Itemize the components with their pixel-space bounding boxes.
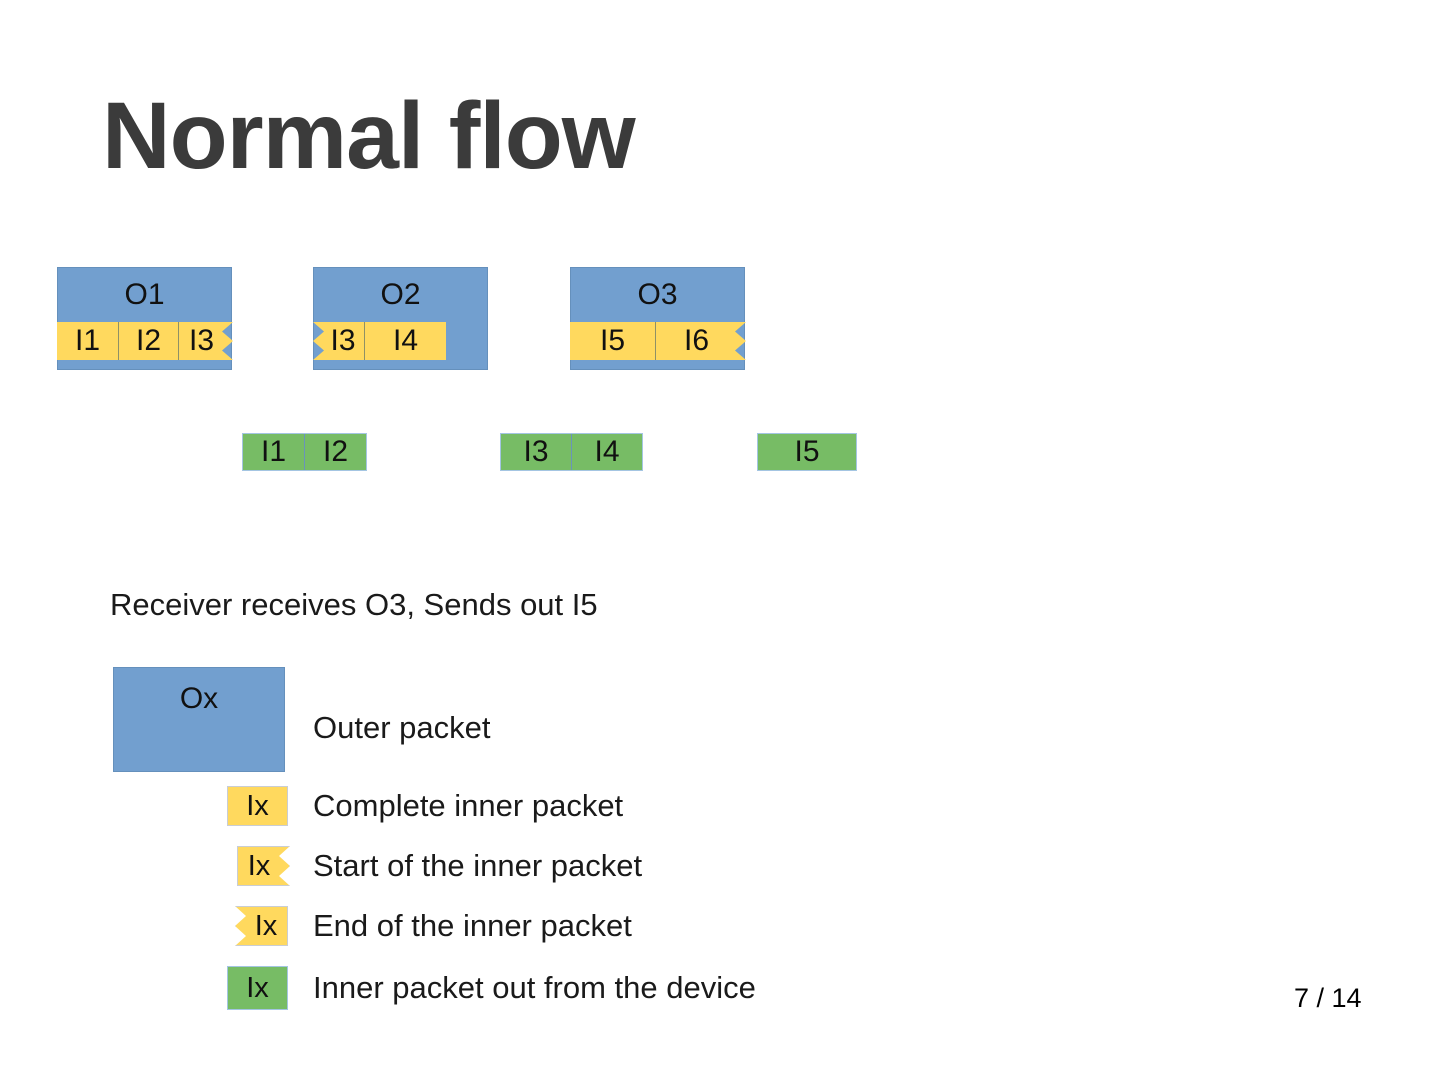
- inner-cell-complete: I4: [364, 322, 446, 360]
- inner-packet-strip: I5 I6: [570, 322, 746, 360]
- inner-cell-start: I3: [178, 322, 233, 360]
- legend-symbol: Ix: [247, 849, 271, 882]
- outer-packet-label: O1: [124, 278, 165, 311]
- output-cell: I3: [523, 435, 549, 468]
- legend-symbol: Ix: [246, 789, 269, 822]
- outer-packet-label: O2: [380, 278, 421, 311]
- legend-out-swatch: Ix: [227, 966, 288, 1010]
- output-cell: I2: [304, 434, 366, 470]
- inner-cell-complete: I5: [570, 322, 655, 360]
- outer-packet-o2: O2 I3 I4: [313, 267, 488, 370]
- output-packet-i1-i2: I1 I2: [242, 433, 367, 471]
- legend-start-label: Start of the inner packet: [313, 848, 643, 883]
- outer-packet-label: O3: [637, 278, 678, 311]
- inner-packet-strip: I3 I4: [313, 322, 446, 360]
- legend-complete-swatch: Ix: [227, 786, 288, 826]
- inner-cell-complete: I2: [118, 322, 178, 360]
- legend-end-label: End of the inner packet: [313, 908, 632, 943]
- legend-symbol: Ix: [254, 909, 278, 942]
- inner-cell-end: I3: [313, 322, 364, 360]
- page-title: Normal flow: [102, 83, 636, 189]
- inner-cell-complete: I1: [57, 322, 118, 360]
- output-cell: I5: [794, 435, 820, 468]
- output-cell: I4: [571, 434, 642, 470]
- output-packet-i5: I5: [757, 433, 857, 471]
- outer-packet-o3: O3 I5 I6: [570, 267, 745, 370]
- page-number: 7 / 14: [1294, 983, 1362, 1013]
- legend-start-swatch: Ix: [237, 846, 290, 886]
- legend-outer-packet-swatch: Ox: [113, 667, 285, 772]
- legend-outer-symbol: Ox: [179, 682, 219, 715]
- output-packet-i3-i4: I3 I4: [500, 433, 643, 471]
- inner-packet-strip: I1 I2 I3: [57, 322, 233, 360]
- inner-cell-start: I6: [655, 322, 746, 360]
- outer-packet-o1: O1 I1 I2 I3: [57, 267, 232, 370]
- legend-symbol: Ix: [246, 971, 269, 1004]
- legend-complete-label: Complete inner packet: [313, 788, 624, 823]
- legend-out-label: Inner packet out from the device: [313, 970, 756, 1005]
- caption-text: Receiver receives O3, Sends out I5: [110, 587, 598, 622]
- output-cell: I1: [260, 435, 287, 468]
- legend-outer-label: Outer packet: [313, 710, 491, 745]
- legend-end-swatch: Ix: [235, 906, 288, 946]
